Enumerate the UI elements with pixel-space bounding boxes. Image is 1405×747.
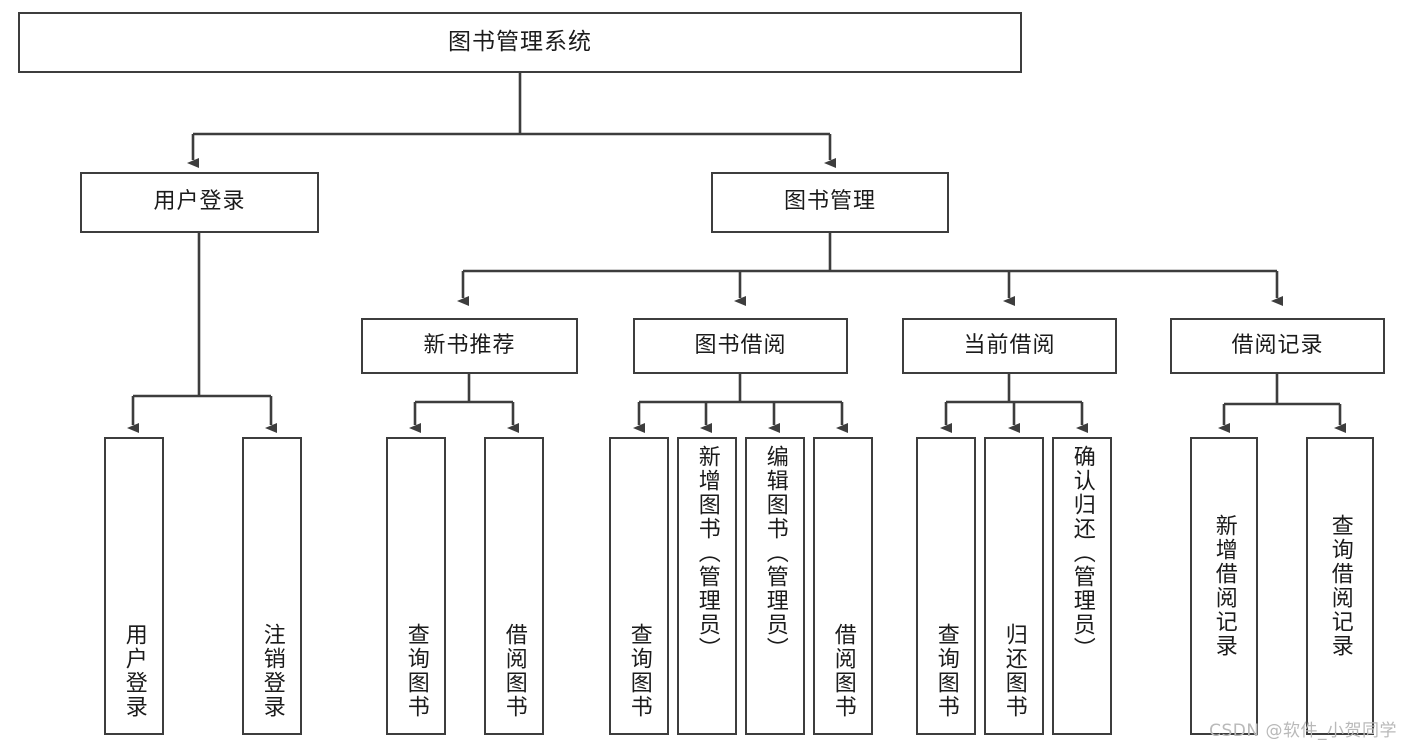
leaf-query-book-current[interactable]: 查询图书 bbox=[916, 437, 976, 735]
node-label: 编辑图书（管理员） bbox=[762, 445, 788, 661]
node-label: 图书借阅 bbox=[694, 332, 787, 358]
node-book-management[interactable]: 图书管理 bbox=[711, 172, 949, 233]
leaf-query-book-recommend[interactable]: 查询图书 bbox=[386, 437, 446, 735]
node-label: 用户登录 bbox=[153, 189, 246, 215]
leaf-borrow-book[interactable]: 借阅图书 bbox=[813, 437, 873, 735]
node-book-borrow[interactable]: 图书借阅 bbox=[633, 318, 848, 374]
leaf-user-login[interactable]: 用户登录 bbox=[104, 437, 164, 735]
node-label: 查询图书 bbox=[933, 623, 959, 719]
node-label: 新增借阅记录 bbox=[1211, 514, 1237, 658]
node-label: 图书管理 bbox=[783, 189, 876, 215]
node-label: 注销登录 bbox=[259, 623, 285, 719]
node-borrow-record[interactable]: 借阅记录 bbox=[1170, 318, 1385, 374]
leaf-logout-login[interactable]: 注销登录 bbox=[242, 437, 302, 735]
leaf-query-borrow-record[interactable]: 查询借阅记录 bbox=[1306, 437, 1374, 735]
leaf-edit-book-admin[interactable]: 编辑图书（管理员） bbox=[745, 437, 805, 735]
node-new-book-recommend[interactable]: 新书推荐 bbox=[361, 318, 578, 374]
node-label: 借阅记录 bbox=[1231, 332, 1324, 358]
node-label: 用户登录 bbox=[121, 623, 147, 719]
leaf-return-book[interactable]: 归还图书 bbox=[984, 437, 1044, 735]
node-label: 查询图书 bbox=[626, 623, 652, 719]
node-label: 查询借阅记录 bbox=[1327, 514, 1353, 658]
node-label: 确认归还（管理员） bbox=[1069, 445, 1095, 661]
node-label: 当前借阅 bbox=[963, 332, 1056, 358]
leaf-confirm-return-admin[interactable]: 确认归还（管理员） bbox=[1052, 437, 1112, 735]
node-label: 新增图书（管理员） bbox=[694, 445, 720, 661]
node-label: 新书推荐 bbox=[423, 332, 516, 358]
node-label: 图书管理系统 bbox=[448, 28, 592, 55]
leaf-add-book-admin[interactable]: 新增图书（管理员） bbox=[677, 437, 737, 735]
watermark: CSDN @软件_小贺同学 bbox=[1209, 721, 1397, 741]
node-label: 归还图书 bbox=[1001, 623, 1027, 719]
node-label: 查询图书 bbox=[403, 623, 429, 719]
leaf-borrow-book-recommend[interactable]: 借阅图书 bbox=[484, 437, 544, 735]
node-label: 借阅图书 bbox=[501, 623, 527, 719]
node-user-login[interactable]: 用户登录 bbox=[80, 172, 319, 233]
node-root-system[interactable]: 图书管理系统 bbox=[18, 12, 1022, 73]
leaf-add-borrow-record[interactable]: 新增借阅记录 bbox=[1190, 437, 1258, 735]
node-label: 借阅图书 bbox=[830, 623, 856, 719]
node-current-borrow[interactable]: 当前借阅 bbox=[902, 318, 1117, 374]
leaf-query-book-borrow[interactable]: 查询图书 bbox=[609, 437, 669, 735]
